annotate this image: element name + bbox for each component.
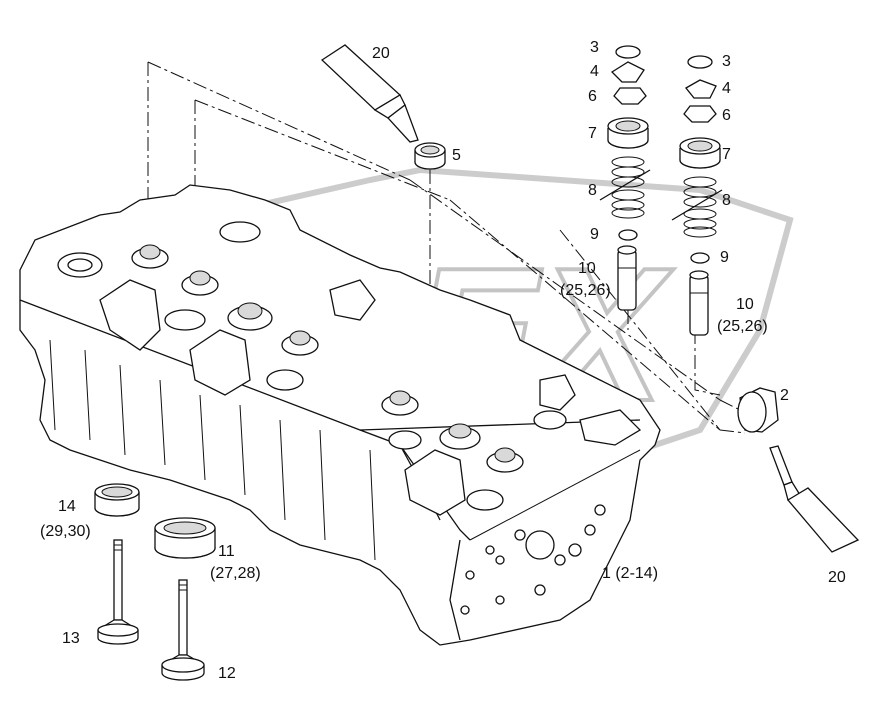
cylinder-head [19,184,661,646]
valve-stem-seal-5 [414,142,446,170]
callout-9-right: 9 [720,249,729,266]
valve-stack-right [671,55,723,336]
seal-ring-9a [618,229,638,241]
callout-7-right: 7 [722,146,731,163]
callout-2: 2 [780,387,789,404]
callout-1: 1 (2-14) [602,565,658,582]
assembly-lines [147,61,746,434]
callout-14-sub: (29,30) [40,523,91,540]
callout-9-left: 9 [590,226,599,243]
callout-11-sub: (27,28) [210,565,261,582]
callout-7-left: 7 [588,125,597,142]
callout-labels: 20 5 3 4 6 7 8 9 10 (25,26) 3 4 6 7 8 9 … [40,39,846,682]
valve-ports-cylinder-2 [164,279,376,396]
callout-5: 5 [452,147,461,164]
valve-guide-10b [689,270,709,336]
retainer-ring-3b [687,55,713,69]
valve-spring-8b [671,176,723,238]
callout-10-right: 10 [736,296,754,313]
callout-8-right: 8 [722,192,731,209]
spring-retainer-7b [679,137,721,169]
intake-valve-12 [161,579,205,681]
clip-6b [683,105,717,123]
callout-10-left: 10 [578,260,596,277]
valve-seat-insert-14 [94,483,140,517]
callout-10-right-sub: (25,26) [717,318,768,335]
callout-4-right: 4 [722,80,731,97]
valve-seat-insert-11 [154,517,216,559]
exhaust-valve-13 [97,539,139,645]
sealant-tube-right [769,445,860,553]
expansion-plug-2 [737,387,779,433]
callout-3-left: 3 [590,39,599,56]
callout-11: 11 [218,543,235,560]
callout-13: 13 [62,630,80,647]
spring-retainer-7a [607,117,649,149]
valve-ports-cylinder-3 [381,374,642,516]
callout-4-left: 4 [590,63,599,80]
valve-stack-left [599,45,651,311]
callout-14: 14 [58,498,76,515]
callout-6-right: 6 [722,107,731,124]
callout-12: 12 [218,665,236,682]
valve-guide-10a [617,245,637,311]
clip-6a [613,87,647,105]
callout-20-right: 20 [828,569,846,586]
callout-10-left-sub: (25,26) [560,282,611,299]
collet-4a [610,61,645,83]
valve-spring-8a [599,156,651,219]
callout-20-top: 20 [372,45,390,62]
end-face-holes [460,504,606,615]
valve-ports-cylinder-1 [57,221,261,351]
collet-4b [685,79,717,99]
sealant-tube-top [320,44,419,143]
callout-3-right: 3 [722,53,731,70]
callout-8-left: 8 [588,182,597,199]
callout-6-left: 6 [588,88,597,105]
retainer-ring-3a [615,45,641,59]
seal-ring-9b [690,252,710,264]
